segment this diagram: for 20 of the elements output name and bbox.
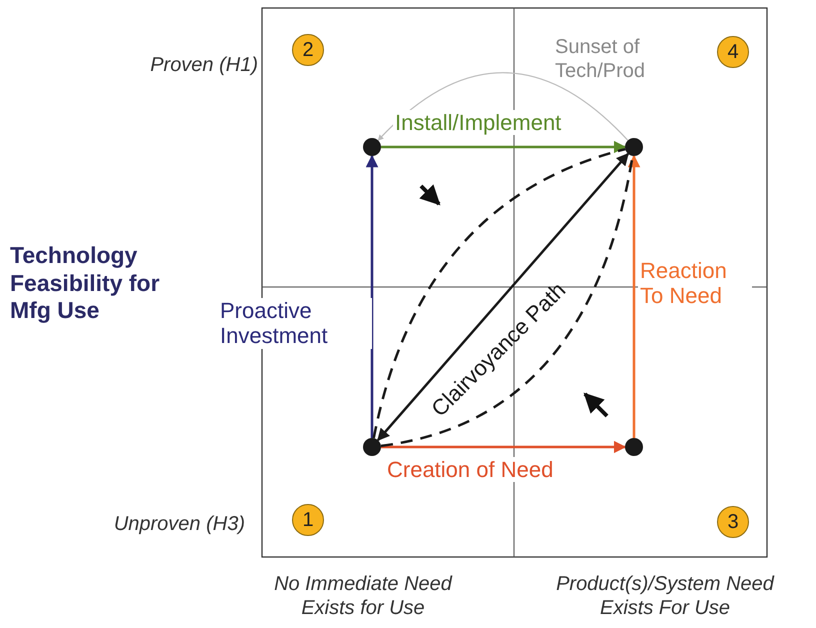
quadrant-number-badge: 4 — [717, 36, 749, 68]
axis-label: Unproven (H3) — [112, 512, 245, 536]
axis-title: Technology Feasibility for Mfg Use — [10, 242, 161, 325]
quadrant-number-badge: 2 — [292, 34, 324, 66]
node-dot — [625, 438, 643, 456]
axis-label: Product(s)/System Need Exists For Use — [555, 572, 776, 620]
quadrant-number-badge: 3 — [717, 506, 749, 538]
arrow — [381, 440, 626, 454]
annotation-text: Sunset of Tech/Prod — [555, 35, 646, 83]
node-dot — [363, 138, 381, 156]
axis-label: No Immediate Need Exists for Use — [273, 572, 454, 620]
node-dot — [625, 138, 643, 156]
edge-label: Install/Implement — [393, 110, 564, 136]
axis-label: Proven (H1) — [149, 53, 258, 77]
quadrant-number-badge: 1 — [292, 504, 324, 536]
arrow — [628, 154, 640, 438]
curved-arrow — [378, 72, 628, 141]
node-dot — [363, 438, 381, 456]
arrow — [366, 154, 378, 438]
arrow — [381, 140, 626, 154]
